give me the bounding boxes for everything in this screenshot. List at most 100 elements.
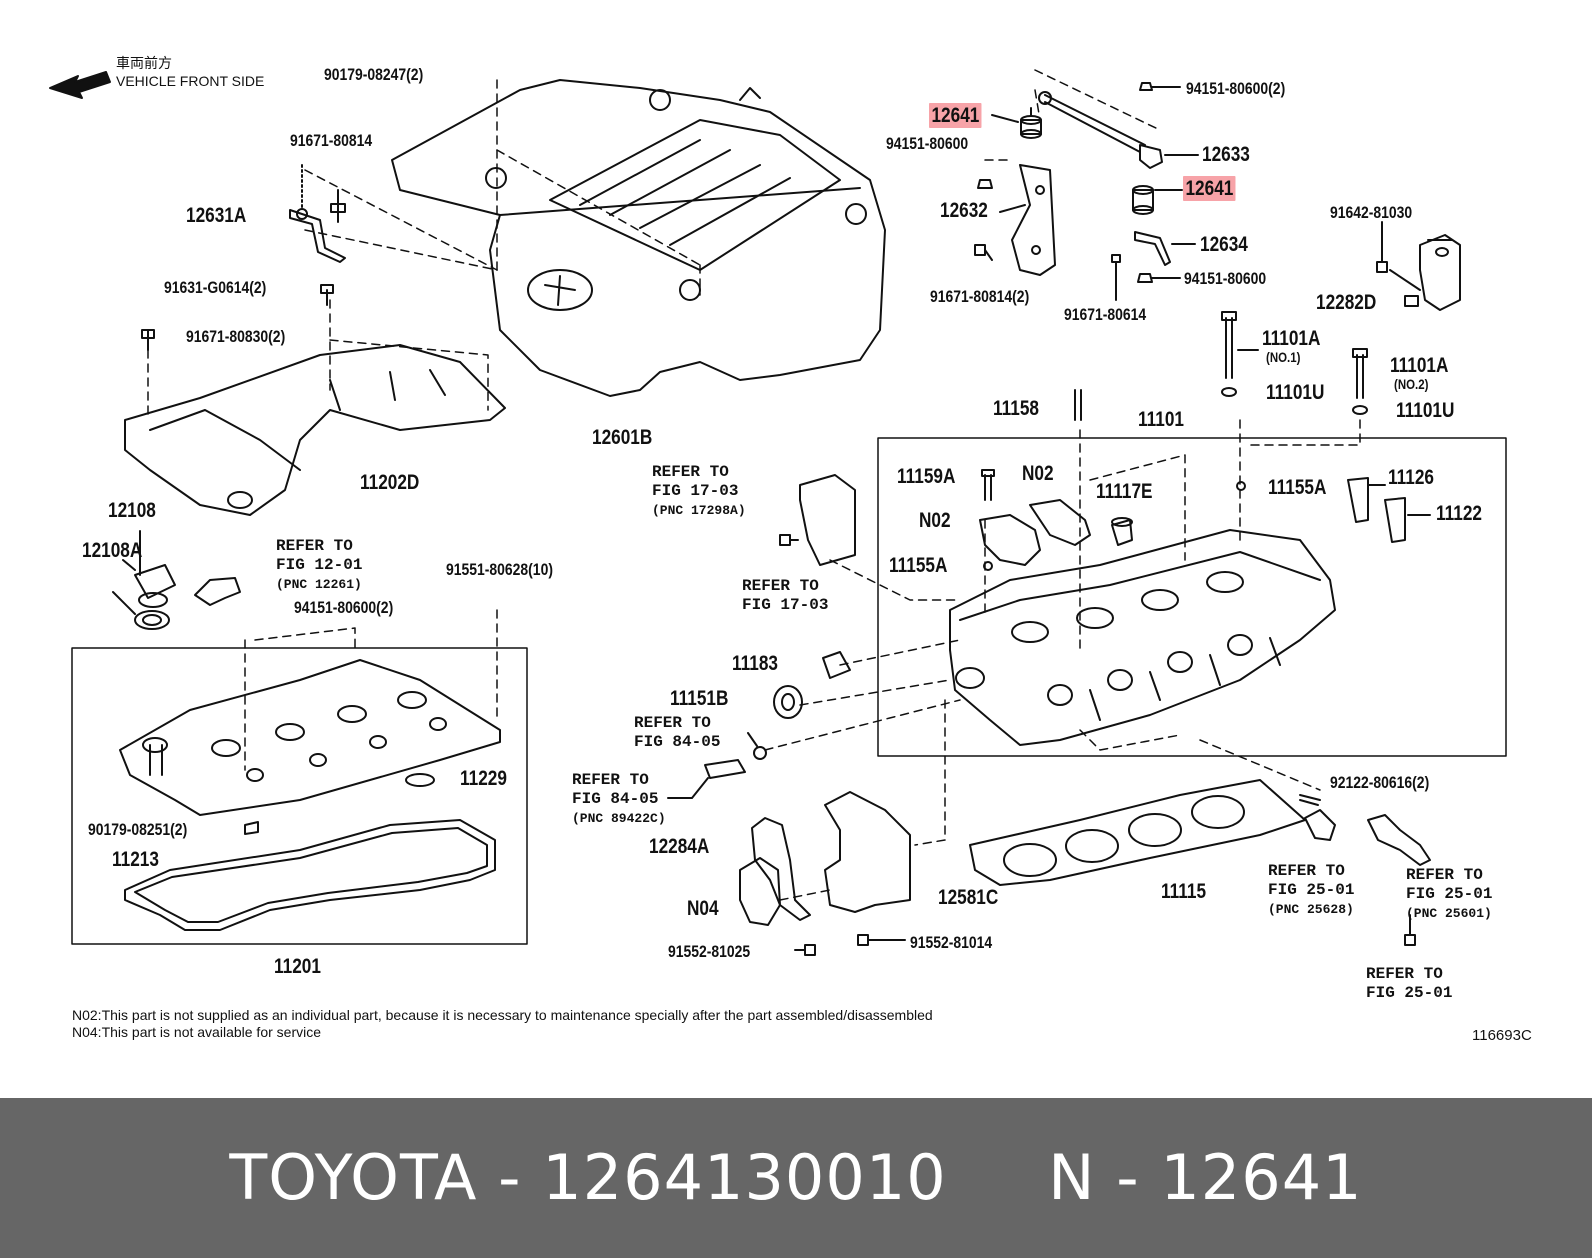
label-12631a[interactable]: 12631A	[186, 204, 247, 227]
label-11202d[interactable]: 11202D	[360, 471, 420, 494]
ref-fig-25-01-b[interactable]: REFER TO FIG 25-01 (PNC 25601)	[1406, 866, 1492, 923]
label-11101[interactable]: 11101	[1138, 408, 1184, 431]
ref-fig-17-03-b[interactable]: REFER TO FIG 17-03	[742, 577, 828, 615]
label-12634[interactable]: 12634	[1200, 233, 1248, 256]
label-12108[interactable]: 12108	[108, 499, 156, 522]
label-11155a-b[interactable]: 11155A	[1268, 476, 1327, 499]
valve-cover-box	[71, 647, 528, 945]
note-n04: N04:This part is not available for servi…	[72, 1024, 321, 1040]
label-12641-upper[interactable]: 12641	[929, 103, 982, 128]
label-11126[interactable]: 11126	[1388, 466, 1434, 489]
label-91671-80814[interactable]: 91671-80814	[290, 131, 373, 150]
label-91671-80614[interactable]: 91671-80614	[1064, 305, 1147, 324]
ref-fig-84-05-a[interactable]: REFER TO FIG 84-05	[634, 714, 720, 752]
label-12284a[interactable]: 12284A	[649, 835, 710, 858]
footer-prefix: N	[1048, 1141, 1096, 1214]
label-11101u-a[interactable]: 11101U	[1266, 381, 1325, 404]
bracket-12634-drawing	[1134, 231, 1171, 266]
ref-line: REFER TO	[1406, 866, 1483, 884]
ref-fig-12-01[interactable]: REFER TO FIG 12-01 (PNC 12261)	[276, 537, 362, 594]
seal-11183-drawing	[822, 651, 851, 679]
label-91671-80814-b[interactable]: 91671-80814(2)	[930, 287, 1030, 306]
ref-line: FIG 84-05	[572, 790, 659, 808]
label-n02-a[interactable]: N02	[1022, 462, 1054, 485]
ref-fig-84-05-b[interactable]: REFER TO FIG 84-05 (PNC 89422C)	[572, 771, 666, 828]
label-94151-80600-d[interactable]: 94151-80600(2)	[294, 598, 394, 617]
front-label-en: VEHICLE FRONT SIDE	[116, 73, 265, 89]
label-11158[interactable]: 11158	[993, 397, 1039, 420]
ref-fig-17-03-a[interactable]: REFER TO FIG 17-03 (PNC 17298A)	[652, 463, 746, 520]
front-label-jp: 車両前方	[116, 55, 172, 71]
label-no1: (NO.1)	[1266, 349, 1301, 365]
label-90179-08251[interactable]: 90179-08251(2)	[88, 820, 188, 839]
footer-ref-number: 12641	[1160, 1141, 1363, 1214]
ref-pnc: (PNC 25628)	[1268, 902, 1354, 917]
head-parts-drawing	[979, 469, 1431, 571]
label-11101a-no2[interactable]: 11101A	[1390, 354, 1449, 377]
diagram-drawing	[49, 69, 1507, 956]
label-11101a-no1[interactable]: 11101A	[1262, 327, 1321, 350]
ref-line: FIG 25-01	[1366, 984, 1453, 1002]
head-bolts-drawing	[1074, 311, 1368, 421]
ref-line: FIG 12-01	[276, 556, 363, 574]
label-11117e[interactable]: 11117E	[1096, 480, 1153, 503]
label-n02-b[interactable]: N02	[919, 509, 951, 532]
flange-25628-drawing	[1304, 809, 1336, 841]
engine-cover-drawing	[391, 79, 886, 397]
ref-line: FIG 25-01	[1406, 885, 1493, 903]
label-11155a-a[interactable]: 11155A	[889, 554, 948, 577]
ref-pnc: (PNC 12261)	[276, 577, 362, 592]
cover-11202d-drawing	[124, 284, 506, 516]
pipe-25601-drawing	[1367, 814, 1431, 866]
label-no2: (NO.2)	[1394, 376, 1429, 392]
bracket-12284a-drawing	[751, 817, 811, 921]
ref-fig-25-01-c[interactable]: REFER TO FIG 25-01	[1366, 965, 1452, 1003]
label-11115[interactable]: 11115	[1161, 880, 1207, 903]
label-11122[interactable]: 11122	[1436, 502, 1482, 525]
cylinder-head-box	[877, 437, 1507, 757]
label-92122-80616[interactable]: 92122-80616(2)	[1330, 773, 1430, 792]
ref-line: REFER TO	[1366, 965, 1443, 983]
ref-line: REFER TO	[572, 771, 649, 789]
figure-code: 116693C	[1472, 1027, 1532, 1044]
label-91552-81014[interactable]: 91552-81014	[910, 933, 993, 952]
label-11151b[interactable]: 11151B	[670, 687, 729, 710]
label-94151-80600-b[interactable]: 94151-80600(2)	[1186, 79, 1286, 98]
sensor-89422c-drawing	[704, 759, 746, 779]
label-11213[interactable]: 11213	[112, 848, 159, 871]
note-n02: N02:This part is not supplied as an indi…	[72, 1007, 933, 1023]
label-12632[interactable]: 12632	[940, 199, 988, 222]
ref-fig-25-01-a[interactable]: REFER TO FIG 25-01 (PNC 25628)	[1268, 862, 1354, 919]
label-12108a[interactable]: 12108A	[82, 539, 143, 562]
rod-12633-drawing	[1038, 91, 1199, 169]
label-12601b[interactable]: 12601B	[592, 426, 653, 449]
label-11159a[interactable]: 11159A	[897, 465, 956, 488]
label-12581c[interactable]: 12581C	[938, 886, 999, 909]
label-n04[interactable]: N04	[687, 897, 719, 920]
front-arrow-icon	[49, 71, 111, 99]
mount-12641-lower-drawing	[1132, 185, 1183, 215]
label-11183[interactable]: 11183	[732, 652, 778, 675]
bracket-12632-drawing	[999, 164, 1056, 276]
label-11201[interactable]: 11201	[274, 955, 321, 978]
footer-separator: -	[1116, 1141, 1140, 1214]
label-94151-80600-c[interactable]: 94151-80600	[1184, 269, 1267, 288]
seal-11151b-drawing	[773, 685, 803, 719]
label-11101u-b[interactable]: 11101U	[1396, 399, 1455, 422]
label-12282d[interactable]: 12282D	[1316, 291, 1377, 314]
label-91642-81030[interactable]: 91642-81030	[1330, 203, 1413, 222]
label-90179-08247[interactable]: 90179-08247(2)	[324, 65, 424, 84]
label-91631-g0614[interactable]: 91631-G0614(2)	[164, 278, 267, 297]
label-11229[interactable]: 11229	[460, 767, 507, 790]
part-footer-bar: TOYOTA - 1264130010 N - 12641	[0, 1098, 1592, 1258]
ref-line: REFER TO	[276, 537, 353, 555]
label-94151-80600-a[interactable]: 94151-80600	[886, 134, 969, 153]
label-12633[interactable]: 12633	[1202, 143, 1250, 166]
label-91552-81025[interactable]: 91552-81025	[668, 942, 751, 961]
label-91671-80830[interactable]: 91671-80830(2)	[186, 327, 286, 346]
valve-cover-drawing	[119, 659, 501, 835]
label-91551-80628[interactable]: 91551-80628(10)	[446, 560, 553, 579]
ref-line: REFER TO	[634, 714, 711, 732]
cylinder-head-drawing	[949, 529, 1336, 746]
label-12641-lower[interactable]: 12641	[1183, 176, 1236, 201]
